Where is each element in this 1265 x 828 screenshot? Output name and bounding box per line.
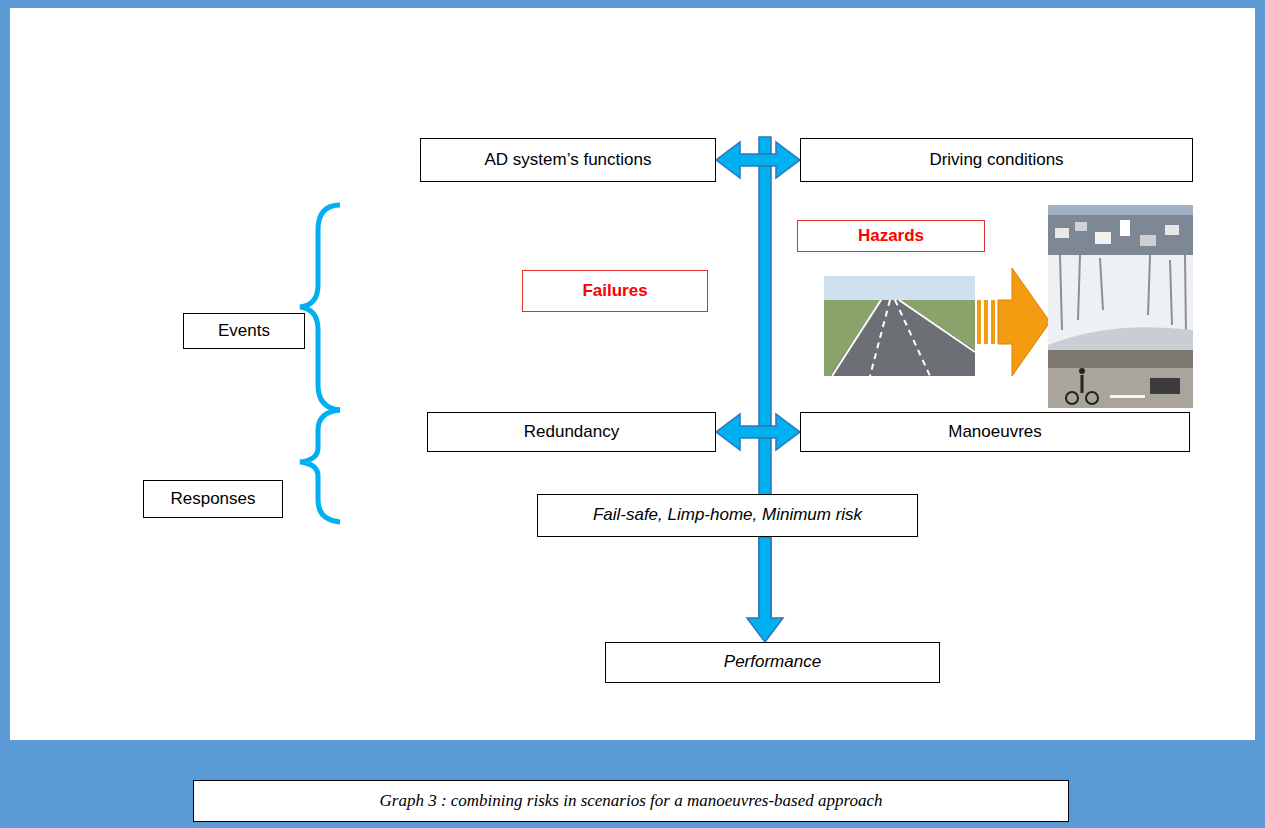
city-photo [1048, 350, 1193, 408]
node-text: Hazards [858, 226, 924, 246]
node-text: Failures [582, 281, 647, 301]
redundancy-box: Redundancy [427, 412, 716, 452]
group-label-box: Events [183, 313, 305, 349]
caption-text: Graph 3 : combining risks in scenarios f… [379, 791, 882, 811]
orange-arrow [977, 268, 1050, 376]
motorway-photo [824, 276, 975, 376]
hazard-box: Hazards [797, 220, 985, 252]
node-text: Redundancy [524, 422, 619, 442]
node-text: Driving conditions [929, 150, 1063, 170]
failure-box: Failures [522, 270, 708, 312]
block-arrow [747, 537, 783, 642]
response-box: Fail-safe, Limp-home, Minimum risk [537, 494, 918, 537]
node-text: AD system’s functions [485, 150, 652, 170]
block-arrow [716, 142, 800, 178]
node-text: Performance [724, 652, 821, 672]
group-label-box: Responses [143, 480, 283, 518]
node-text: Fail-safe, Limp-home, Minimum risk [593, 505, 862, 525]
responses-brace [300, 410, 340, 522]
events-brace [300, 205, 340, 410]
condition-box: Driving conditions [800, 138, 1193, 182]
manoeuvre-box: Manoeuvres [800, 412, 1190, 452]
performance-box: Performance [605, 642, 940, 683]
block-arrow [716, 414, 800, 450]
snow-photo [1048, 255, 1193, 350]
node-text: Manoeuvres [948, 422, 1042, 442]
node-text: Events [218, 321, 270, 341]
caption-box: Graph 3 : combining risks in scenarios f… [193, 780, 1069, 822]
node-text: Responses [170, 489, 255, 509]
traffic-photo [1048, 205, 1193, 255]
function-box: AD system’s functions [420, 138, 716, 182]
